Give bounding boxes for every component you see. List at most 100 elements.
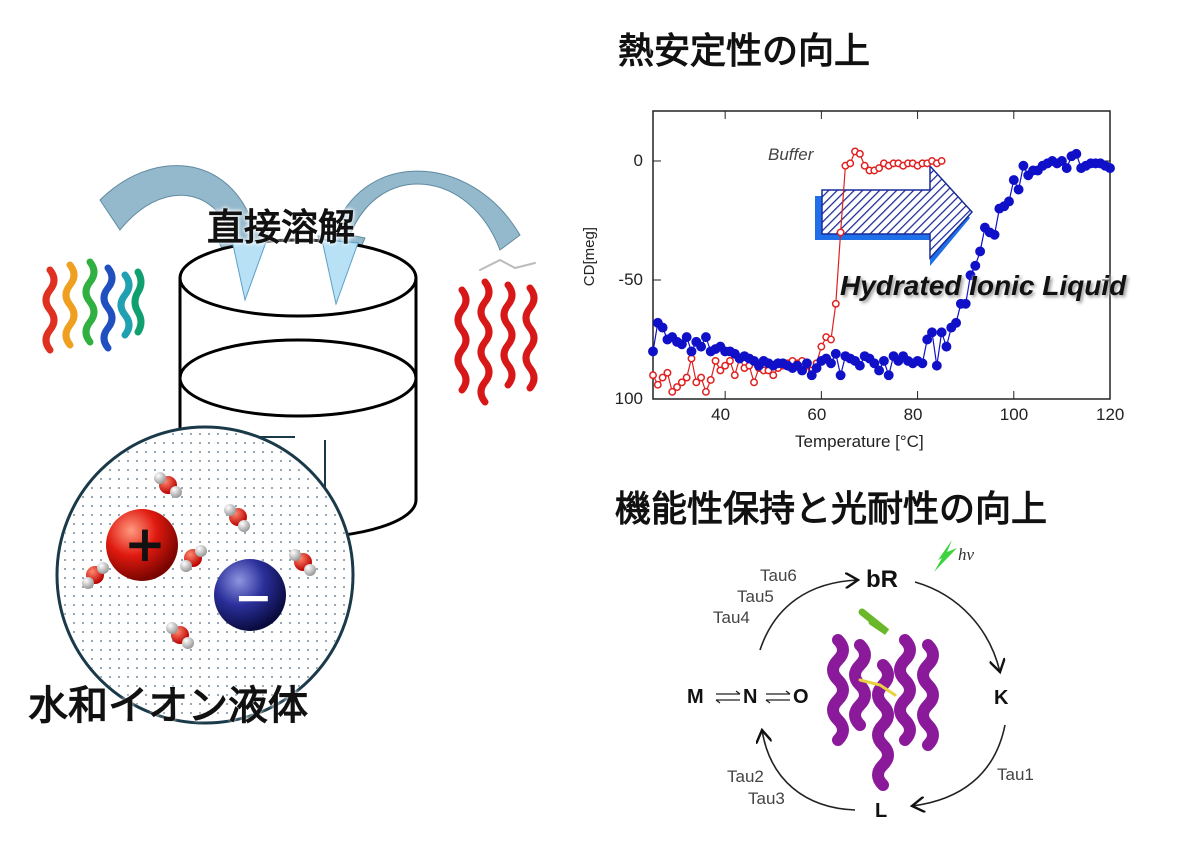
hil-point	[835, 370, 846, 381]
hil-point	[1013, 184, 1024, 195]
x-tick-label: 80	[903, 405, 923, 424]
flow-arrow-right	[317, 170, 521, 307]
buffer-point	[673, 383, 682, 392]
buffer-annotation: Buffer	[768, 145, 814, 164]
buffer-point	[750, 378, 758, 387]
hil-point	[676, 339, 687, 350]
tau6: Tau6	[760, 566, 797, 585]
state-bR: bR	[866, 566, 898, 593]
hil-point	[883, 370, 894, 381]
buffer-point	[769, 371, 778, 380]
buffer-point	[875, 164, 884, 173]
tau5: Tau5	[737, 587, 774, 606]
hil-point	[1105, 163, 1115, 174]
hil-point	[874, 365, 885, 376]
water-molecules	[82, 472, 316, 649]
hil-point	[1056, 156, 1067, 166]
state-N: N	[743, 686, 758, 708]
buffer-point	[697, 373, 706, 382]
hil-point	[917, 358, 928, 369]
buffer-point	[658, 373, 667, 382]
cycle-arrow-to-bR	[759, 580, 858, 651]
hil-point	[1008, 175, 1019, 185]
hydrated-ionic-liquid-magnified	[55, 425, 355, 725]
buffer-point	[855, 149, 864, 158]
hil-point	[811, 363, 822, 374]
hil-point	[970, 260, 981, 271]
hil-annotation: Hydrated Ionic Liquid	[840, 270, 1127, 301]
thermal-stability-title: 熱安定性の向上	[618, 31, 871, 72]
hil-point	[686, 346, 697, 357]
buffer-point	[692, 378, 701, 387]
tau3: Tau3	[748, 789, 785, 808]
buffer-point	[668, 387, 677, 396]
buffer-point	[730, 371, 739, 380]
protein-structure-rainbow	[42, 258, 145, 354]
hil-point	[922, 334, 933, 345]
light-label: hν	[958, 545, 975, 564]
state-M: M	[687, 686, 704, 708]
tau2: Tau2	[727, 767, 764, 786]
hil-point	[936, 327, 947, 338]
buffer-point	[701, 387, 710, 396]
arrow-head-right	[321, 239, 359, 306]
buffer-point	[721, 361, 730, 370]
anion-sphere	[214, 559, 286, 631]
hil-point	[657, 322, 668, 333]
bacteriorhodopsin-structure	[827, 608, 939, 791]
buffer-point	[937, 157, 946, 165]
hil-point	[801, 358, 812, 369]
dissolution-illustration	[42, 165, 538, 725]
hil-point	[1004, 196, 1014, 207]
y-tick-label: 0	[633, 150, 643, 170]
hil-point	[700, 332, 711, 343]
buffer-point	[831, 299, 840, 308]
x-tick-label: 40	[711, 405, 731, 424]
hil-point	[965, 270, 976, 281]
buffer-point	[677, 378, 686, 387]
hil-point	[989, 229, 1000, 240]
cation-sphere	[106, 509, 178, 581]
buffer-point	[649, 371, 657, 380]
x-tick-label: 100	[999, 405, 1029, 424]
buffer-point	[706, 376, 715, 384]
hil-point	[797, 365, 808, 376]
hil-point	[931, 360, 942, 371]
hil-label: 水和イオン液体	[28, 683, 308, 729]
state-K: K	[994, 687, 1009, 709]
protein-structure-red	[454, 258, 538, 406]
hil-point	[830, 348, 841, 359]
hil-point	[960, 298, 971, 309]
buffer-point	[653, 380, 662, 389]
tau4: Tau4	[713, 608, 750, 627]
hil-point	[941, 341, 952, 352]
hil-point	[648, 346, 658, 357]
tau1: Tau1	[997, 765, 1034, 784]
hil-point	[854, 360, 865, 371]
cycle-arrow-to-N	[762, 730, 856, 811]
hil-point	[1018, 160, 1029, 171]
buffer-point	[817, 342, 826, 351]
buffer-point	[682, 373, 691, 382]
x-axis-label: Temperature [°C]	[795, 432, 924, 451]
cation-sign: +	[124, 515, 166, 573]
hil-point	[826, 358, 836, 369]
state-L: L	[875, 800, 888, 822]
buffer-point	[846, 159, 855, 168]
buffer-point	[836, 228, 845, 237]
function-title: 機能性保持と光耐性の向上	[615, 489, 1048, 530]
x-tick-label: 120	[1096, 405, 1125, 424]
buffer-point	[716, 366, 725, 375]
buffer-point	[860, 161, 869, 170]
plot-frame	[652, 110, 1111, 400]
hil-point	[951, 317, 962, 328]
buffer-point	[711, 356, 720, 365]
hil-point	[975, 246, 986, 257]
hil-point	[878, 355, 889, 366]
anion-sign: −	[234, 570, 273, 624]
y-tick-label: -50	[618, 269, 643, 289]
buffer-point	[726, 356, 734, 365]
lightning-icon	[934, 540, 957, 572]
